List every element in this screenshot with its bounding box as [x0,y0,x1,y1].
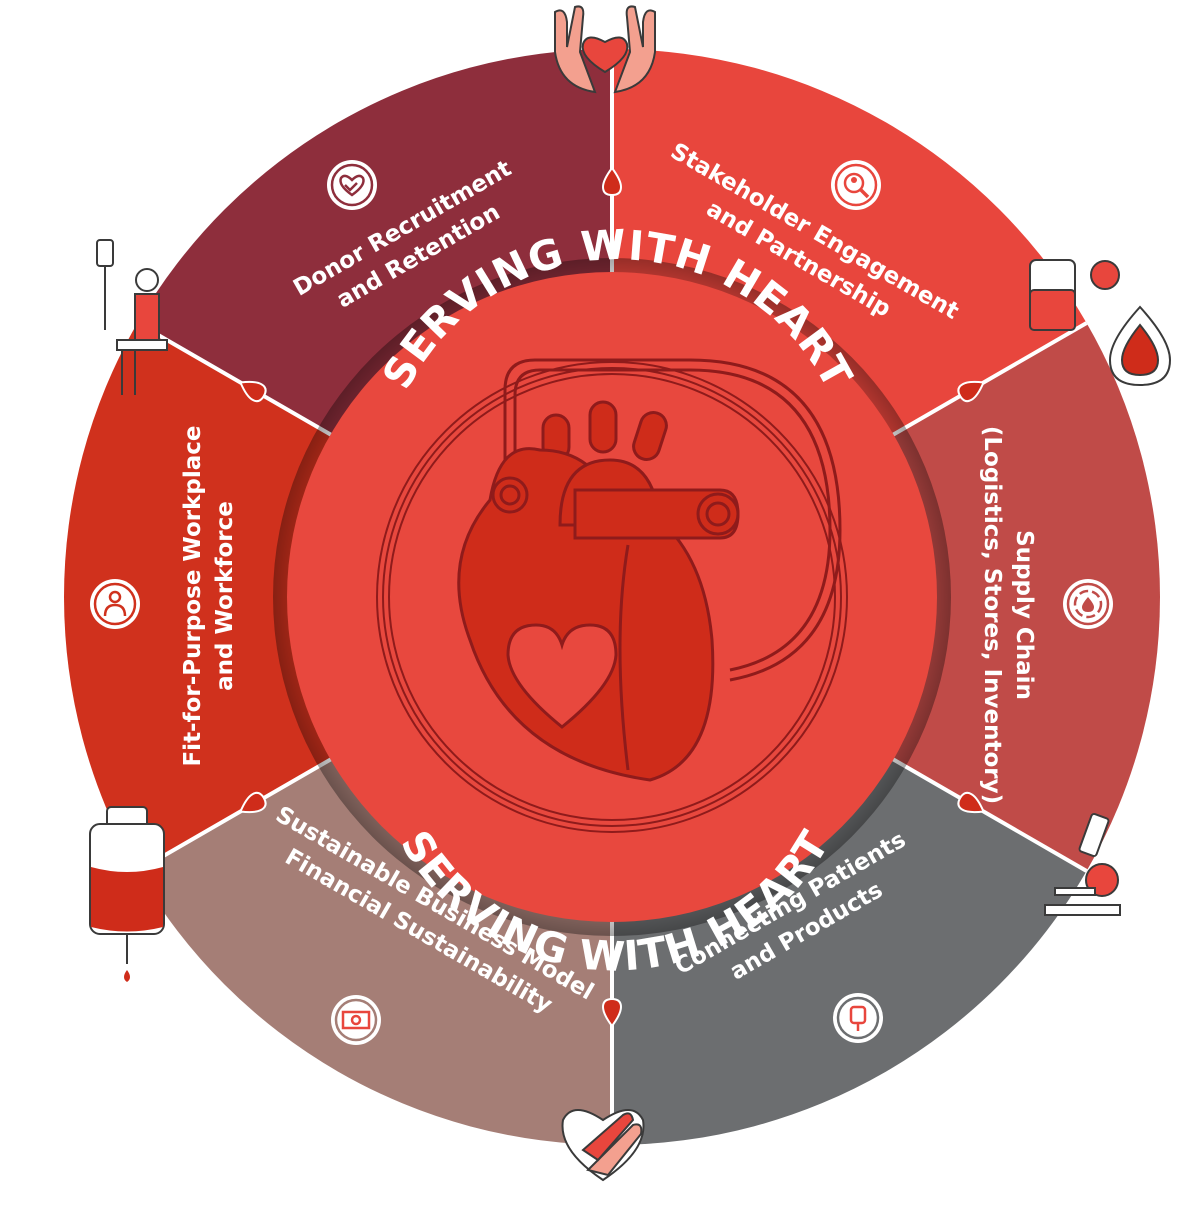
heart-handshake-icon [327,160,377,210]
divider-line [136,321,336,439]
segment-dividers [136,49,1088,1145]
label-line: and Workforce [212,501,238,691]
person-search-icon [831,160,881,210]
supply-label: Supply Chain (Logistics, Stores, Invento… [979,426,1037,804]
inner-ring-line [376,361,848,833]
caring-hands-icon [554,5,656,94]
divider-line [136,755,336,873]
outer-illustrations [89,5,1172,1182]
money-icon [331,995,381,1045]
workplace-label: Fit-for-Purpose Workplace and Workforce [180,425,238,766]
blood-drop-marker-icon [239,791,267,814]
blood-drop-marker-icon [957,380,985,403]
divider-line [888,755,1088,873]
blood-drop-marker-icon [601,166,623,197]
blood-drop-marker-icon [601,997,623,1028]
label-line: (Logistics, Stores, Inventory) [979,426,1005,804]
label-line: Fit-for-Purpose Workplace [180,425,206,766]
blood-donation-icon [1029,259,1172,387]
inner-ring-line [382,367,842,827]
donor-chair-icon [96,239,168,395]
segment-icons [90,160,1113,1045]
label-line: Supply Chain [1011,530,1037,700]
center-disc: SERVING WITH HEART SERVING WITH HEART [273,220,951,981]
anatomical-heart-icon [457,358,842,782]
blood-bag-drip-icon [89,806,165,982]
heart-hands-icon [561,1109,645,1182]
blood-bag-icon [833,993,883,1043]
blood-drop-cycle-icon [1063,579,1113,629]
blood-drop-marker-icon [957,791,985,814]
blood-drop-marker-icon [239,380,267,403]
microscope-icon [1044,812,1121,916]
worker-icon [90,579,140,629]
divider-line [888,321,1088,439]
inner-ring-line [388,373,836,821]
